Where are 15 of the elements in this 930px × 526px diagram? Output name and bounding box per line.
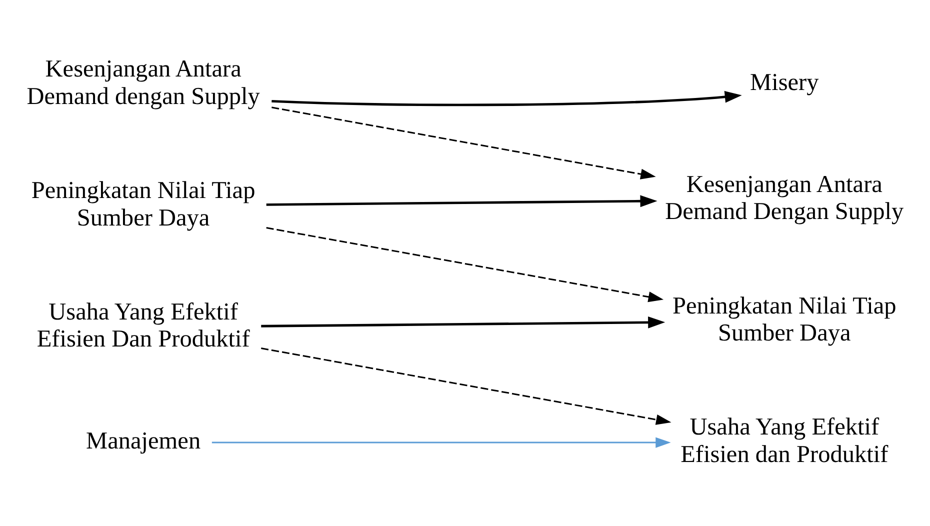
node-text: Kesenjangan Antara Demand dengan Supply — [26, 55, 260, 110]
arrow — [261, 347, 672, 424]
arrow — [272, 90, 742, 106]
arrow — [212, 436, 671, 448]
node-text: Usaha Yang Efektif Efisien dan Produktif — [680, 413, 888, 468]
arrow — [266, 226, 664, 302]
node-text: Manajemen — [86, 426, 201, 454]
node-text: Kesenjangan Antara Demand Dengan Supply — [665, 170, 904, 225]
node-text: Usaha Yang Efektif Efisien Dan Produktif — [36, 298, 250, 352]
node-text: Peningkatan Nilai Tiap Sumber Daya — [31, 176, 256, 231]
node-text: Peningkatan Nilai Tiap Sumber Daya — [672, 292, 896, 346]
node-text: Misery — [750, 68, 819, 96]
arrow — [266, 194, 658, 207]
arrow — [261, 316, 666, 328]
arrow — [272, 106, 656, 179]
